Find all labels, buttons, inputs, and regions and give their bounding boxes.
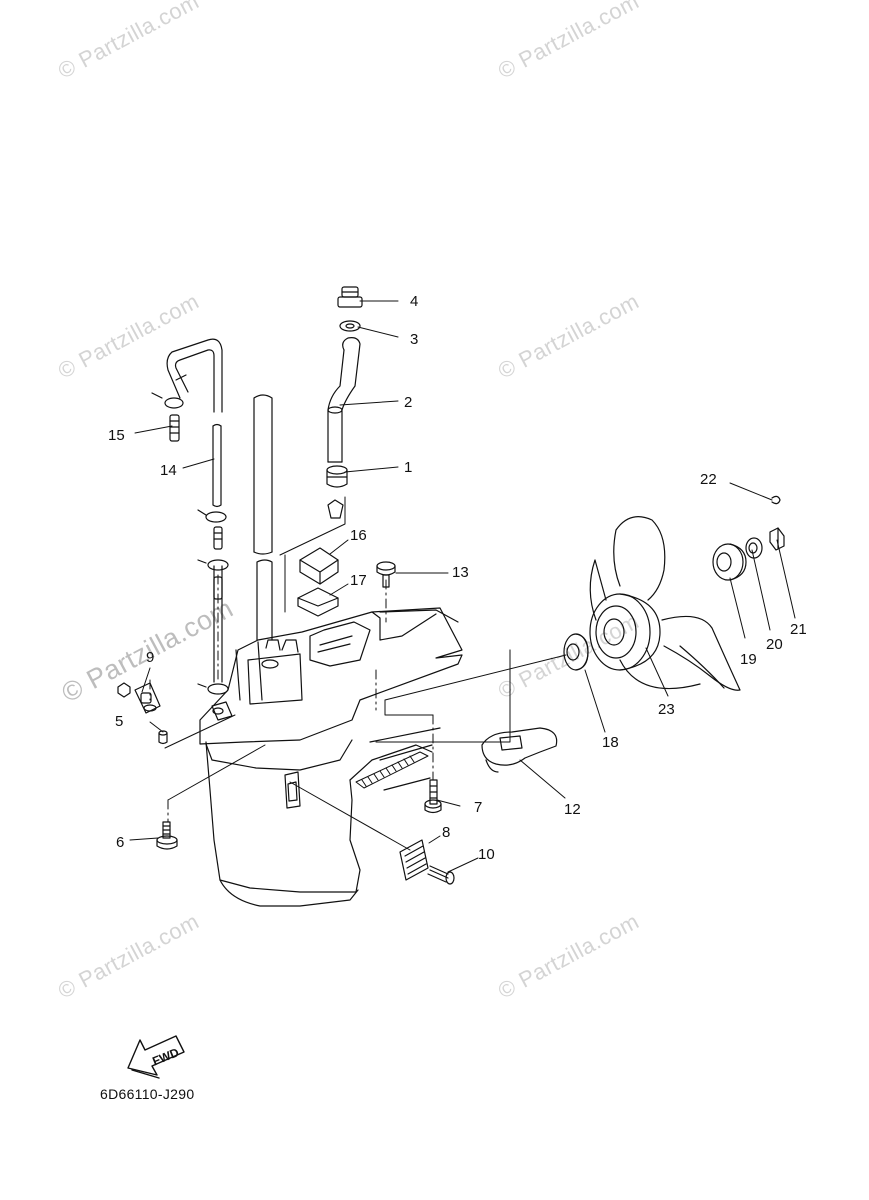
fwd-label: FWD (150, 1045, 181, 1068)
lower-case (199, 607, 463, 907)
callout-7: 7 (474, 799, 483, 816)
cap-4 (337, 286, 363, 308)
thrust-washer-18 (563, 633, 589, 671)
callout-15: 15 (108, 427, 125, 444)
callout-8: 8 (442, 824, 451, 841)
bolt-13 (376, 561, 396, 588)
grommet-9 (134, 682, 161, 714)
leader-lines (129, 300, 796, 873)
water-tube-2 (327, 337, 361, 463)
washer-3 (339, 320, 361, 332)
propeller-23 (589, 516, 741, 691)
drive-shaft (253, 394, 273, 641)
dowel-pin-5 (158, 730, 168, 745)
callout-12: 12 (564, 801, 581, 818)
water-hose-14 (166, 338, 223, 683)
seal-16 (299, 547, 339, 585)
bolt-7 (424, 779, 442, 814)
callout-14: 14 (160, 462, 177, 479)
callout-16: 16 (350, 527, 367, 544)
callout-6: 6 (116, 834, 125, 851)
hose-nipple-15 (169, 414, 223, 600)
callout-9: 9 (146, 649, 155, 666)
callout-22: 22 (700, 471, 717, 488)
anode-12 (481, 727, 558, 773)
callout-10: 10 (478, 846, 495, 863)
assembly-lines (149, 574, 511, 823)
spacer-19 (712, 543, 747, 581)
callout-23: 23 (658, 701, 675, 718)
cotter-pin-22 (771, 495, 781, 505)
hose-clamp (151, 392, 229, 695)
callout-19: 19 (740, 651, 757, 668)
callout-13: 13 (452, 564, 469, 581)
callout-2: 2 (404, 394, 413, 411)
assembly-lines-solid (164, 496, 567, 851)
callout-18: 18 (602, 734, 619, 751)
screw-10 (427, 865, 455, 885)
callout-20: 20 (766, 636, 783, 653)
callout-3: 3 (410, 331, 419, 348)
callout-4: 4 (410, 293, 419, 310)
fwd-arrow-icon: FWD (127, 1035, 185, 1079)
propeller-shaft (355, 751, 429, 789)
bolt-6 (156, 821, 178, 850)
callout-21: 21 (790, 621, 807, 638)
washer-20 (745, 537, 763, 559)
diagram-code: 6D66110-J290 (100, 1086, 195, 1102)
callout-1: 1 (404, 459, 413, 476)
water-tube-seal (327, 499, 344, 519)
seal-17 (297, 587, 339, 617)
nut-21 (769, 527, 785, 551)
callout-5: 5 (115, 713, 124, 730)
nut-11 (117, 682, 131, 698)
callout-17: 17 (350, 572, 367, 589)
grommet-1 (326, 465, 348, 488)
grille-8 (399, 839, 429, 881)
